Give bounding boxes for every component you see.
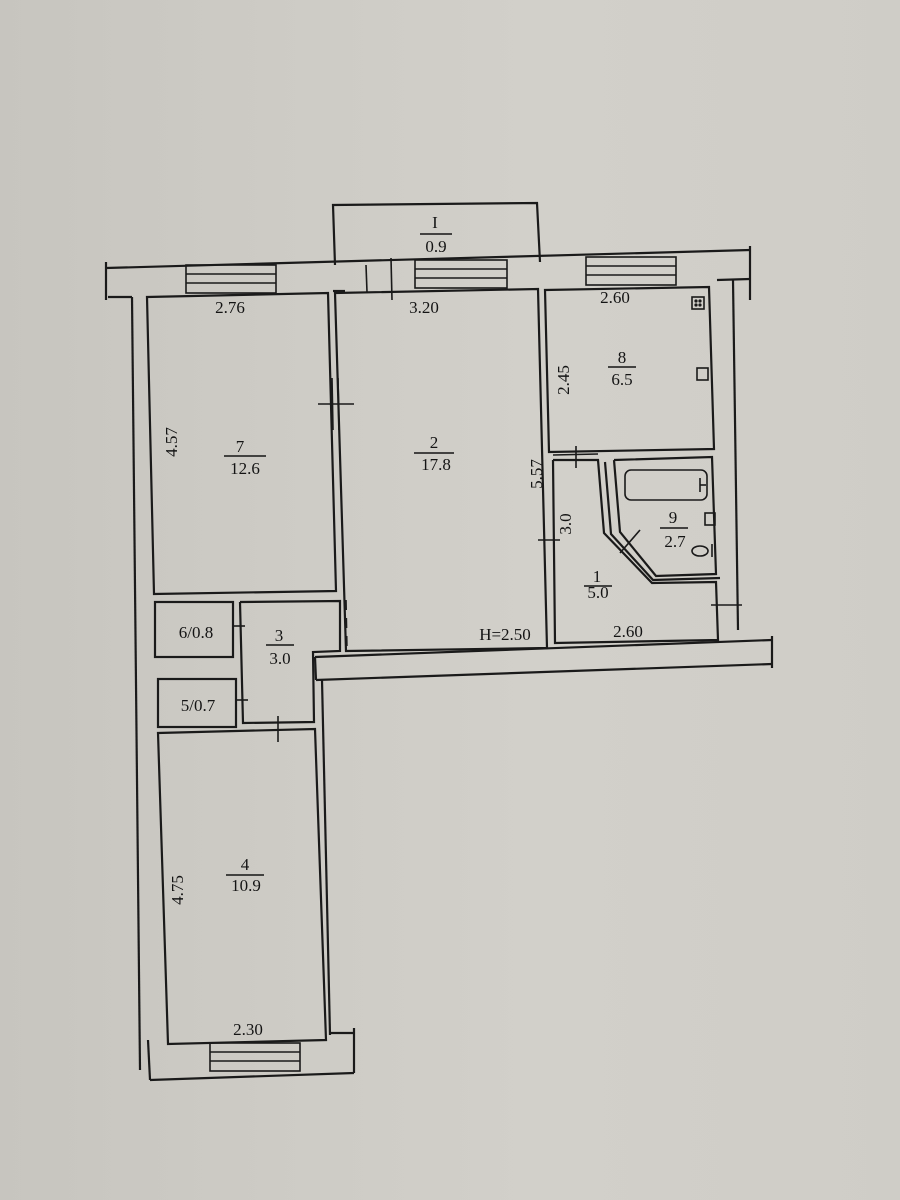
svg-text:10.9: 10.9: [231, 876, 261, 895]
balcony-label: I 0.9: [420, 213, 452, 256]
sink-icon: [696, 367, 709, 381]
svg-text:7: 7: [236, 437, 245, 456]
room-9-label: 9 2.7: [660, 508, 688, 551]
toilet-icon: [691, 545, 709, 557]
svg-text:5.0: 5.0: [587, 583, 608, 602]
room-2-label: 2 17.8: [414, 433, 454, 474]
room-3-label: 3 3.0: [266, 626, 294, 668]
room-3: [238, 599, 342, 742]
svg-text:9: 9: [669, 508, 678, 527]
room-6: [153, 600, 245, 659]
svg-text:12.6: 12.6: [230, 459, 260, 478]
room-8: [543, 285, 716, 454]
svg-text:4: 4: [241, 855, 250, 874]
svg-text:3: 3: [275, 626, 284, 645]
balcony: [331, 201, 542, 266]
room-5-label: 5/0.7: [181, 696, 216, 715]
dim-room7-width: 2.76: [215, 298, 245, 317]
top-exterior-wall: [104, 246, 752, 1071]
room-9: [603, 455, 721, 582]
room-7-label: 7 12.6: [224, 437, 266, 478]
room-4-label: 4 10.9: [226, 855, 264, 895]
dim-room4-width: 2.30: [233, 1020, 263, 1039]
bathtub-icon: [624, 469, 708, 501]
dim-room7-length: 4.57: [162, 427, 181, 457]
svg-text:I: I: [432, 213, 438, 232]
room-1: [538, 446, 742, 645]
dim-room1-length: 3.0: [556, 513, 575, 534]
stove-icon: [691, 296, 705, 310]
ceiling-height-label: H=2.50: [479, 625, 531, 644]
washbasin-icon: [704, 512, 716, 526]
dim-room4-length: 4.75: [168, 875, 187, 905]
svg-text:2.7: 2.7: [664, 532, 686, 551]
svg-text:3.0: 3.0: [269, 649, 290, 668]
dim-room8-width: 2.60: [600, 288, 630, 307]
svg-text:1: 1: [593, 567, 602, 586]
dim-room2-length: 5.57: [527, 459, 546, 489]
svg-text:17.8: 17.8: [421, 455, 451, 474]
corridor-wall: [313, 636, 774, 1036]
room-1-label: 1 5.0: [584, 567, 612, 602]
svg-text:0.9: 0.9: [425, 237, 446, 256]
dim-room2-width: 3.20: [409, 298, 439, 317]
room-6-label: 6/0.8: [179, 623, 213, 642]
room-8-label: 8 6.5: [608, 348, 636, 389]
room-4: [146, 727, 356, 1082]
svg-text:2: 2: [430, 433, 439, 452]
dim-room1-width: 2.60: [613, 622, 643, 641]
svg-text:6.5: 6.5: [611, 370, 632, 389]
svg-text:8: 8: [618, 348, 627, 367]
dim-room8-length: 2.45: [554, 365, 573, 395]
